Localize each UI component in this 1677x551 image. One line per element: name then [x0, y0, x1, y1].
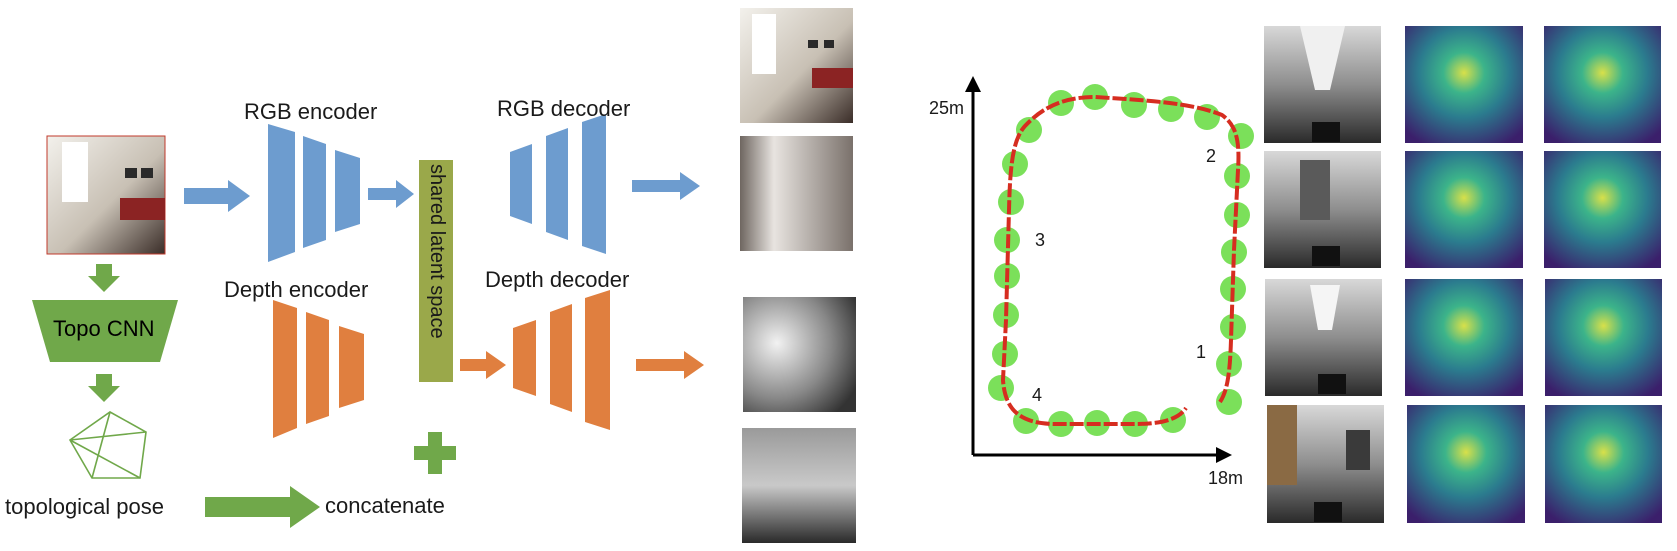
map-axes	[971, 84, 1224, 457]
topo-cnn-label: Topo CNN	[53, 316, 155, 341]
predicted-depth-map-2	[1405, 151, 1523, 268]
rgb-encoder-to-latent-arrow	[368, 180, 414, 208]
reference-depth-map-2	[1544, 151, 1661, 268]
input-to-rgb-encoder-arrow	[184, 180, 250, 212]
reference-depth-map-1	[1544, 26, 1661, 143]
depth-decoder-label: Depth decoder	[485, 267, 630, 292]
shared-latent-space-label: shared latent space	[426, 164, 448, 339]
predicted-depth-map-3	[1405, 279, 1523, 396]
predicted-depth-map-4	[1407, 405, 1525, 523]
down-arrow-1	[88, 264, 120, 292]
corridor-photo-3	[1265, 279, 1382, 396]
x-axis-arrowhead	[1216, 447, 1232, 463]
rgb-decoder-output-arrow	[632, 172, 700, 200]
rgb-decoder-block	[510, 114, 606, 254]
corridor-photo-2	[1264, 151, 1381, 268]
trajectory-nodes	[988, 84, 1254, 437]
rgb-reconstruction-image	[740, 136, 853, 251]
x-axis-label: 18m	[1208, 468, 1244, 488]
depth-ground-truth-image	[742, 428, 856, 543]
topological-pose-label: topological pose	[5, 494, 165, 519]
trajectory-path	[1000, 94, 1241, 427]
depth-decoder-output-arrow	[636, 351, 704, 379]
depth-encoder-block	[273, 300, 364, 438]
rgb-decoder-label: RGB decoder	[497, 96, 631, 121]
down-arrow-2	[88, 374, 120, 402]
depth-encoder-label: Depth encoder	[224, 277, 369, 302]
depth-reconstruction-image	[743, 297, 856, 412]
topo-cnn-block	[32, 300, 178, 362]
rgb-encoder-block	[268, 124, 360, 262]
input-rgb-image	[46, 135, 166, 255]
corridor-photo-4	[1267, 405, 1384, 523]
waypoint-label-3: 3	[1035, 230, 1046, 250]
corridor-photo-1	[1264, 26, 1381, 143]
predicted-depth-map-1	[1405, 26, 1523, 143]
pose-arrow	[205, 486, 320, 528]
waypoint-label-1: 1	[1196, 342, 1207, 362]
y-axis-label: 25m	[929, 98, 965, 118]
shared-latent-space-block	[419, 160, 453, 382]
concatenate-plus-icon	[414, 432, 456, 474]
concatenate-label: concatenate	[325, 493, 445, 518]
latent-to-depth-decoder-arrow	[460, 351, 506, 379]
rgb-ground-truth-image	[740, 8, 853, 123]
depth-decoder-block	[513, 290, 610, 430]
topological-pose-icon	[68, 411, 147, 479]
y-axis-arrowhead	[965, 76, 981, 92]
reference-depth-map-3	[1545, 279, 1662, 396]
rgb-encoder-label: RGB encoder	[244, 99, 378, 124]
waypoint-label-4: 4	[1032, 385, 1043, 405]
reference-depth-map-4	[1545, 405, 1662, 523]
waypoint-label-2: 2	[1206, 146, 1217, 166]
